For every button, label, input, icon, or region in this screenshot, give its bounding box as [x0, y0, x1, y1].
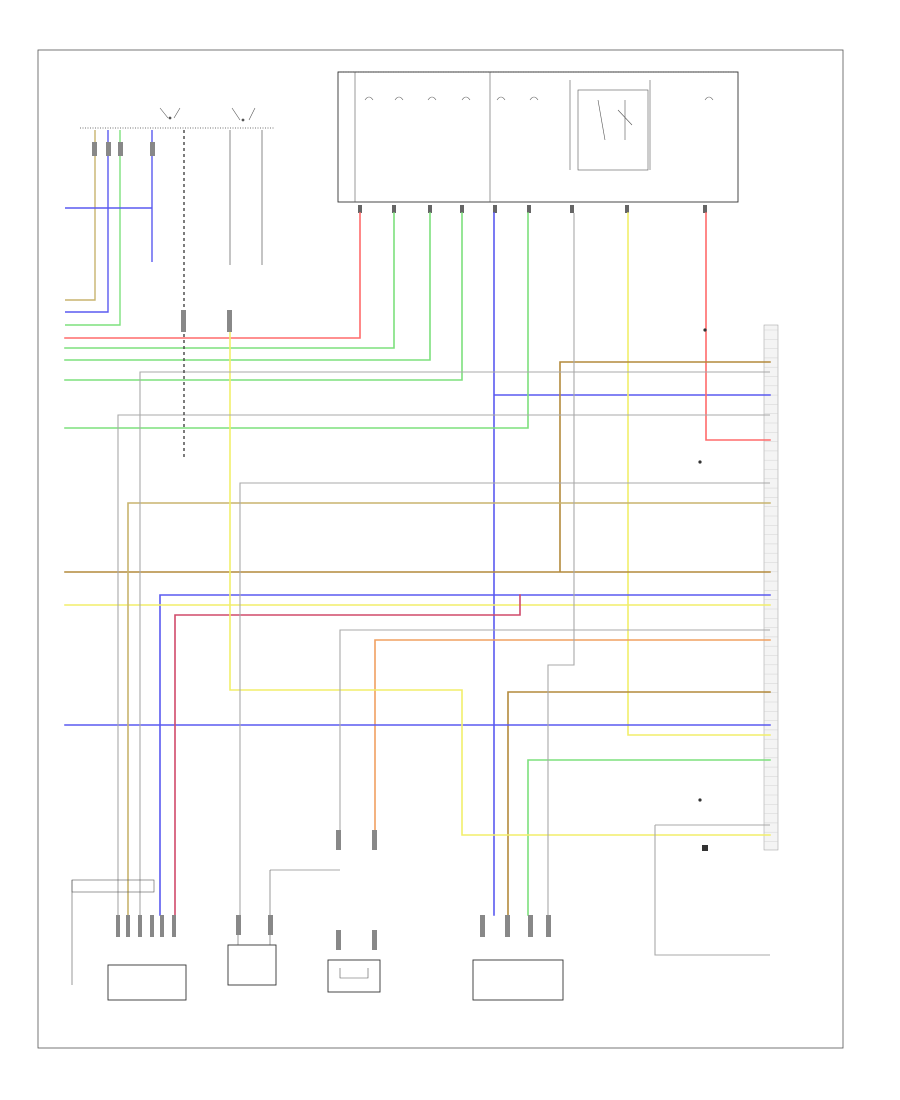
ecm-connector-strip: [763, 324, 779, 851]
wire-orange-a: [374, 639, 771, 831]
component-left-sensor: [71, 879, 187, 1001]
ground-symbols: [698, 328, 708, 851]
wire-yellow-a: [627, 212, 771, 736]
wire-green-d: [64, 212, 529, 429]
inline-connectors: [92, 142, 232, 332]
fuse-relay-box: [337, 71, 739, 213]
diagram-border: [37, 49, 844, 1049]
top-left-leads: [65, 130, 263, 460]
gray-wires: [117, 213, 770, 956]
fuse-symbols: [364, 96, 714, 101]
component-fuel-pump: [472, 915, 564, 1001]
wire-green-a: [64, 212, 395, 349]
wire-harness: [64, 212, 771, 916]
wire-pink-a: [174, 594, 521, 916]
wire-olive-a: [127, 502, 771, 916]
wire-red-a: [64, 212, 361, 339]
wire-blue-b: [159, 594, 771, 916]
wire-green-e: [527, 759, 771, 916]
wire-brown-a: [64, 361, 771, 573]
wire-brown-b: [507, 691, 771, 916]
wire-red-b: [705, 212, 771, 441]
wire-blue-a: [493, 212, 771, 916]
component-temp-sensor: [327, 830, 381, 993]
top-left-switch: [80, 107, 275, 129]
component-clutch-sensor: [227, 869, 340, 986]
connector-pins-top: [358, 205, 707, 213]
wire-yellow-c: [229, 329, 771, 836]
wire-green-c: [64, 212, 463, 381]
wire-green-b: [64, 212, 431, 361]
